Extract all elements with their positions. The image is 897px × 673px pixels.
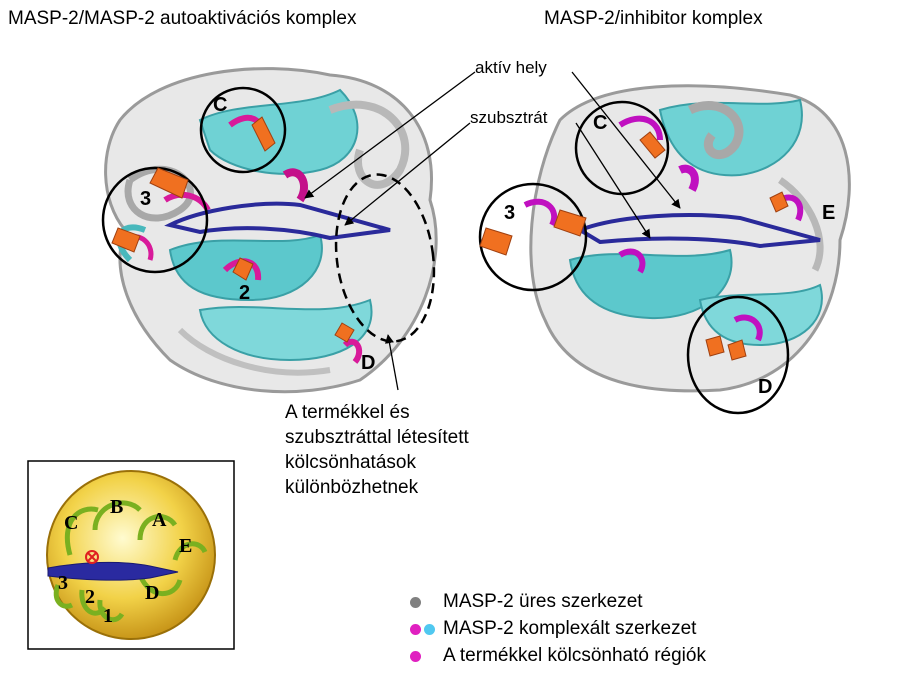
right-protein-gray-helix bbox=[687, 101, 744, 160]
inset-loop-3 bbox=[53, 584, 74, 609]
left-protein-gray-coil-2 bbox=[328, 100, 410, 189]
inset-label-d: D bbox=[145, 582, 160, 604]
inset-loop-1 bbox=[97, 599, 125, 623]
right-region-d-circle bbox=[686, 295, 790, 415]
left-label-d: D bbox=[361, 352, 376, 374]
note-pointer bbox=[384, 334, 399, 391]
right-protein-cyan-sheet-1 bbox=[658, 98, 803, 177]
left-title: MASP-2/MASP-2 autoaktivációs komplex bbox=[8, 8, 357, 29]
right-protein-magenta-2 bbox=[678, 164, 699, 192]
note-line-2: szubsztráttal létesített bbox=[285, 427, 469, 448]
right-protein-cyan-sheet-3 bbox=[698, 283, 823, 347]
left-protein-gray-coil-3 bbox=[177, 327, 331, 376]
right-arrow-e bbox=[769, 191, 789, 213]
inset-label-e: E bbox=[179, 535, 193, 557]
right-protein-magenta-5 bbox=[618, 248, 646, 274]
right-arrow-d-right bbox=[727, 339, 747, 361]
inset-loop-d bbox=[137, 573, 183, 597]
inset-sphere bbox=[46, 470, 216, 640]
legend-item-complexed: MASP-2 komplexált szerkezet bbox=[410, 618, 696, 640]
active-site-pointer-left bbox=[304, 71, 476, 199]
right-label-c: C bbox=[593, 112, 608, 134]
substrate-pointer-right bbox=[575, 122, 651, 239]
magenta-dot-icon bbox=[410, 623, 421, 635]
left-arrow-c bbox=[251, 116, 276, 152]
note-line-1: A termékkel és bbox=[285, 402, 410, 423]
legend-item-regions: A termékkel kölcsönható régiók bbox=[410, 645, 706, 667]
left-label-c: C bbox=[213, 94, 228, 116]
left-substrate-ribbon bbox=[164, 201, 391, 241]
right-protein-gray-coil bbox=[777, 177, 824, 272]
right-label-d: D bbox=[758, 376, 773, 398]
right-protein-magenta-1 bbox=[618, 115, 663, 141]
inset-label-c: C bbox=[64, 512, 79, 534]
right-region-3-circle bbox=[478, 182, 588, 292]
right-label-e: E bbox=[822, 202, 836, 224]
active-site-label: aktív hely bbox=[475, 58, 547, 77]
inset-loop-c bbox=[64, 506, 99, 556]
inset-label-2: 2 bbox=[85, 586, 95, 608]
left-arrow-d bbox=[334, 322, 355, 343]
left-arrow-2 bbox=[232, 257, 254, 281]
right-protein-magenta-6 bbox=[733, 314, 763, 342]
inset-loop-b bbox=[92, 500, 142, 531]
right-label-3: 3 bbox=[504, 202, 516, 224]
cyan-dot-icon bbox=[424, 623, 435, 635]
right-protein-cyan-sheet-2 bbox=[568, 248, 733, 320]
inset-loop-e bbox=[172, 541, 208, 561]
right-arrow-3-left bbox=[479, 227, 513, 256]
left-arrow-3-lower bbox=[111, 227, 141, 253]
right-arrow-c bbox=[639, 131, 666, 159]
legend-text-complexed: MASP-2 komplexált szerkezet bbox=[443, 618, 697, 639]
magenta-dot-icon bbox=[410, 650, 421, 662]
left-arrow-3-upper bbox=[149, 167, 189, 199]
legend-text-regions: A termékkel kölcsönható régiók bbox=[443, 645, 706, 666]
left-label-3: 3 bbox=[140, 188, 152, 210]
inset-active-site-icon bbox=[85, 550, 99, 564]
left-label-2: 2 bbox=[239, 282, 251, 304]
left-dashed-region bbox=[334, 173, 436, 343]
right-protein-structure bbox=[478, 84, 851, 415]
callout-lines bbox=[304, 71, 681, 391]
left-protein-structure bbox=[101, 67, 438, 394]
left-region-3-circle bbox=[101, 166, 209, 274]
inset-label-a: A bbox=[152, 509, 167, 531]
left-protein-magenta-5 bbox=[342, 338, 363, 364]
legend-text-empty: MASP-2 üres szerkezet bbox=[443, 591, 643, 612]
left-protein-magenta-3 bbox=[282, 168, 308, 203]
substrate-label: szubsztrát bbox=[470, 108, 548, 127]
inset-substrate bbox=[47, 561, 179, 581]
inset-label-3: 3 bbox=[58, 572, 68, 594]
note-line-3: kölcsönhatások bbox=[285, 452, 416, 473]
interaction-note: A termékkel és szubsztráttal létesített … bbox=[285, 400, 469, 500]
inset-loop-a bbox=[137, 514, 178, 541]
right-title: MASP-2/inhibitor komplex bbox=[544, 8, 763, 29]
active-site-pointer-right bbox=[571, 71, 681, 209]
right-protein-magenta-3 bbox=[523, 198, 557, 227]
inset-schematic bbox=[27, 460, 235, 650]
gray-dot-icon bbox=[410, 596, 421, 608]
right-arrow-3-right bbox=[553, 209, 587, 237]
left-region-c-circle bbox=[199, 86, 287, 174]
substrate-pointer-left bbox=[344, 122, 471, 226]
inset-label-1: 1 bbox=[103, 605, 113, 627]
legend-item-empty: MASP-2 üres szerkezet bbox=[410, 591, 643, 613]
note-line-4: különbözhetnek bbox=[285, 477, 419, 498]
left-protein-cyan-sheet-3 bbox=[198, 298, 373, 362]
right-substrate-ribbon bbox=[575, 213, 821, 249]
right-arrow-d-left bbox=[705, 335, 725, 357]
inset-label-b: B bbox=[110, 496, 124, 518]
